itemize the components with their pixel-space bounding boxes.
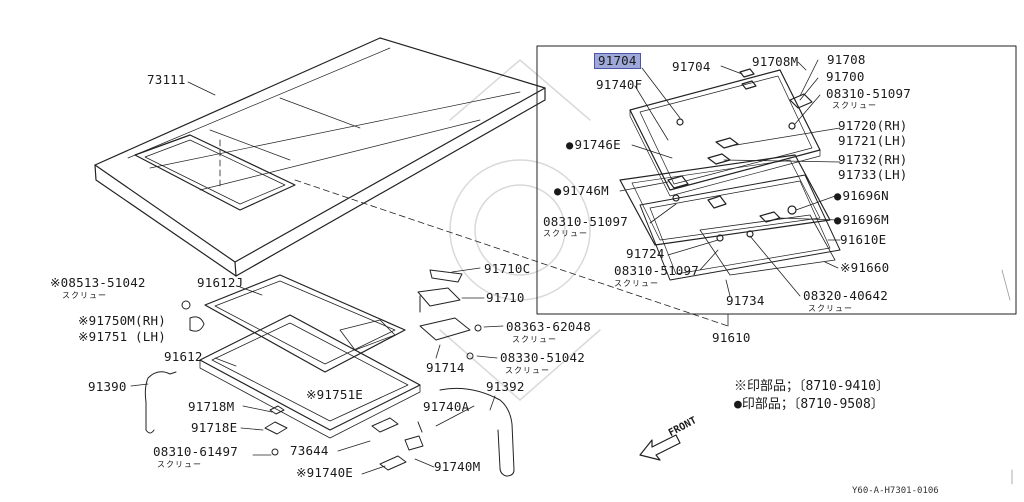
legend-line-2: ●印部品；〔8710-9508〕 [734,397,884,412]
watermark-emblem [439,59,601,401]
label-08310-61497: 08310-61497 [153,444,238,459]
label-91720: 91720(RH) [838,118,908,133]
label-91610E: 91610E [840,232,887,247]
label-91746M: 91746M [554,184,609,198]
label-73111: 73111 [147,72,186,87]
label-08310-51097-a: 08310-51097 [826,86,911,101]
label-08310-51097-c: 08310-51097 [614,263,699,278]
inset-leader-lines [619,59,841,327]
label-91390: 91390 [88,379,127,394]
label-91700: 91700 [826,69,865,84]
roof-panel-drawing [94,37,546,277]
alignment-dashes [219,139,729,327]
label-91740A: 91740A [423,399,470,414]
label-73644: 73644 [290,443,329,458]
label-08320-40642: 08320-40642 [803,288,888,303]
label-91740E: ※91740E [296,465,354,480]
label-91746E: 91746E [566,138,621,152]
label-91708: 91708 [827,52,866,67]
label-91704: 91704 [672,59,711,74]
label-91750M: ※91750M(RH) [78,313,166,328]
label-screw-h: スクリュー [157,460,202,469]
label-91740F: 91740F [596,77,643,92]
label-91734: 91734 [726,293,765,308]
label-screw-a: スクリュー [832,101,877,110]
label-08330-51042: 08330-51042 [500,350,585,365]
label-91751E: ※91751E [306,387,364,402]
front-arrow [639,434,681,461]
figure-code: Y60-A-H7301-0106 [852,486,939,496]
label-91660: ※91660 [840,260,890,275]
label-91724: 91724 [626,246,665,261]
label-91740M: 91740M [434,459,481,474]
leader-lines [130,81,504,475]
label-screw-e: スクリュー [62,291,107,300]
label-91612: 91612 [164,349,203,364]
label-screw-c: スクリュー [614,279,659,288]
label-screw-b: スクリュー [543,229,588,238]
sunroof-frame-drawing [199,274,421,439]
label-91751: ※91751 (LH) [78,329,166,344]
label-screw-f: スクリュー [512,335,557,344]
label-91704-highlighted[interactable]: 91704 [594,53,641,69]
label-91696N: 91696N [834,189,889,203]
label-91732: 91732(RH) [838,152,908,167]
label-91612J: 91612J [197,275,244,290]
label-91710: 91710 [486,290,525,305]
label-08513-51042: ※08513-51042 [50,275,146,290]
label-screw-g: スクリュー [505,366,550,375]
label-screw-d: スクリュー [808,304,853,313]
label-91696M: 91696M [834,213,889,227]
margin-mark [1001,269,1013,485]
label-91718E: 91718E [191,420,238,435]
label-91610: 91610 [712,330,751,345]
label-08363-62048: 08363-62048 [506,319,591,334]
label-08310-51097-b: 08310-51097 [543,214,628,229]
small-parts-drawing [144,269,515,477]
label-91718M: 91718M [188,399,235,414]
legend-line-1: ※印部品；〔8710-9410〕 [734,379,889,394]
label-91714: 91714 [426,360,465,375]
label-91708M: 91708M [752,54,799,69]
label-91392: 91392 [486,379,525,394]
label-91721: 91721(LH) [838,133,908,148]
label-91733: 91733(LH) [838,167,908,182]
label-91710C: 91710C [484,261,531,276]
